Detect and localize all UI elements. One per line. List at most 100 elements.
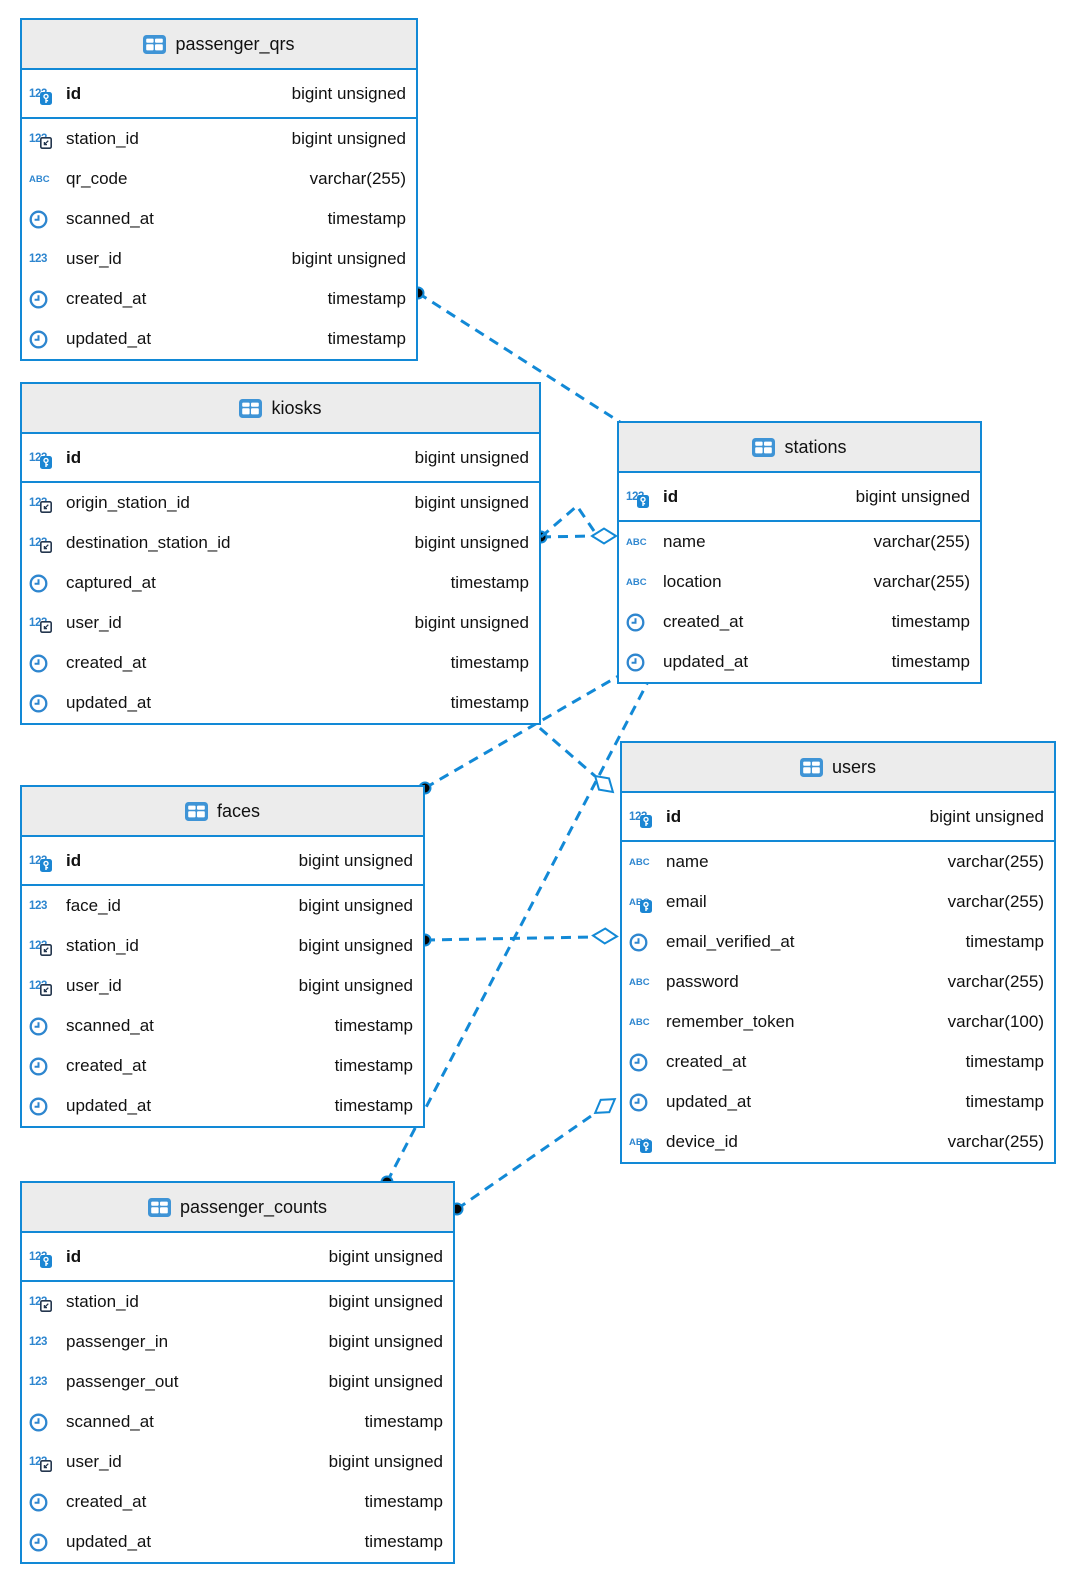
relationship-line[interactable] [540, 504, 596, 539]
column-name: captured_at [66, 573, 156, 592]
timestamp-type-icon [29, 328, 62, 350]
table-header[interactable]: faces [22, 787, 423, 837]
relationship-line[interactable] [385, 673, 654, 1183]
table-header[interactable]: passenger_qrs [22, 20, 416, 70]
relationship-line[interactable] [526, 715, 596, 778]
relationship-target-diamond [591, 927, 619, 945]
table-header[interactable]: stations [619, 423, 980, 473]
relationship-passenger_counts.user_id-to-users.id[interactable] [450, 1093, 620, 1216]
column-name: id [66, 447, 82, 467]
numeric-type-icon: 123 [29, 1336, 47, 1348]
table-header[interactable]: users [622, 743, 1054, 793]
relationship-line[interactable] [540, 534, 594, 539]
column-type: timestamp [334, 1016, 413, 1035]
column-row-created_at[interactable]: created_at timestamp [622, 1042, 1054, 1082]
relationship-line[interactable] [424, 935, 594, 942]
relationship-faces.user_id-to-users.id[interactable] [418, 927, 619, 947]
column-name: created_at [666, 1052, 747, 1071]
numeric-primary-key-icon: 123 [29, 850, 62, 872]
column-name: email_verified_at [666, 932, 795, 951]
column-name: email [666, 892, 707, 911]
numeric-type-icon: 123 [29, 900, 47, 912]
numeric-foreign-key-icon: 123 [29, 935, 62, 957]
column-type: bigint unsigned [929, 806, 1044, 826]
timestamp-type-icon [29, 208, 62, 230]
relationship-kiosks.destination_station_id-to-stations.id[interactable] [534, 527, 618, 545]
text-unique-key-icon: ABC [629, 1131, 662, 1153]
column-name: id [66, 1246, 82, 1266]
column-type: bigint unsigned [298, 850, 413, 870]
text-type-icon: ABC [629, 1016, 650, 1028]
relationship-kiosks.origin_station_id-to-stations.id[interactable] [540, 504, 596, 539]
column-type: timestamp [364, 1492, 443, 1511]
table-icon [799, 757, 823, 777]
column-name: id [66, 850, 82, 870]
table-header[interactable]: passenger_counts [22, 1183, 453, 1233]
relationship-line[interactable] [456, 1112, 595, 1211]
column-name: location [663, 572, 722, 591]
column-name: updated_at [66, 329, 152, 348]
column-type: bigint unsigned [414, 447, 529, 467]
column-type: timestamp [965, 1092, 1044, 1111]
column-type: timestamp [965, 1052, 1044, 1071]
table-header[interactable]: kiosks [22, 384, 539, 434]
column-type: bigint unsigned [291, 249, 406, 268]
timestamp-type-icon [629, 1051, 662, 1073]
column-type: timestamp [891, 652, 970, 671]
numeric-primary-key-icon: 123 [629, 806, 662, 828]
text-unique-key-icon: ABC [629, 891, 662, 913]
